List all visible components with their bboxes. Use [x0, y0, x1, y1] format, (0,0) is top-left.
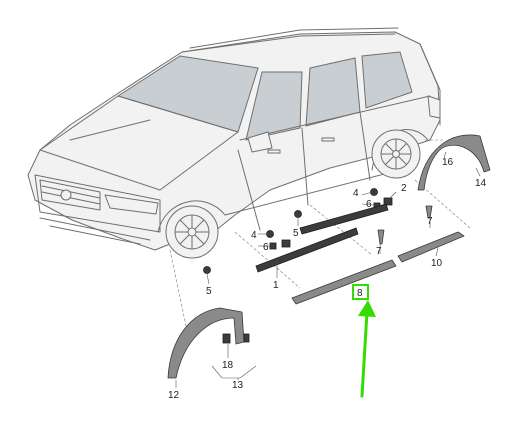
callout-5-front: 5	[206, 286, 212, 297]
part-5-screw-front[interactable]	[203, 266, 211, 274]
callout-10: 10	[431, 258, 443, 269]
part-13-bracket[interactable]	[243, 333, 250, 343]
part-10-sill-trim-rear[interactable]	[397, 231, 465, 263]
callout-7-lower: 7	[376, 246, 382, 257]
callout-7-upper: 7	[427, 216, 433, 227]
part-16-rear-wheel-arch-trim[interactable]	[417, 134, 491, 191]
callout-2: 2	[401, 183, 407, 194]
part-4-screw-upper[interactable]	[370, 188, 378, 196]
front-side-window	[245, 71, 303, 141]
callout-16: 16	[442, 157, 454, 168]
callout-8: 8	[357, 288, 363, 299]
part-6-clip-lower[interactable]	[281, 239, 291, 248]
part-18-clip[interactable]	[222, 333, 231, 344]
callout-6-lower: 6	[263, 242, 269, 253]
callout-13: 13	[232, 380, 244, 391]
callout-1: 1	[273, 280, 279, 291]
part-6-nut-lower[interactable]	[269, 242, 277, 250]
part-6-clip-upper[interactable]	[383, 197, 393, 206]
leader-lines	[175, 151, 481, 388]
highlight-arrow-shaft	[360, 310, 369, 398]
callout-labels: 1 2 4 4 5 5 6 6 7 7 8 10 12 13 14 16 18	[168, 157, 487, 401]
callout-6-upper: 6	[366, 199, 372, 210]
callout-5-center: 5	[293, 228, 299, 239]
callout-4-upper: 4	[353, 188, 359, 199]
quarter-window	[361, 51, 413, 109]
callout-12: 12	[168, 390, 180, 401]
headlight	[104, 194, 159, 215]
callout-18: 18	[222, 360, 234, 371]
callout-4-lower: 4	[251, 230, 257, 241]
car-body	[27, 27, 441, 259]
part-8-sill-trim[interactable]	[291, 259, 397, 305]
brand-emblem	[60, 189, 72, 201]
part-7-grommet-lower[interactable]	[377, 229, 385, 245]
part-5-screw-center[interactable]	[294, 210, 302, 218]
callout-14: 14	[475, 178, 487, 189]
highlight-arrow-head	[358, 300, 376, 317]
tail-light	[427, 95, 441, 119]
sill-bracket-upper[interactable]	[299, 203, 389, 235]
side-mirror	[247, 131, 273, 153]
highlight-group	[352, 284, 376, 398]
highlight-box-part-8	[352, 284, 369, 300]
part-1-sill-bracket[interactable]	[255, 227, 359, 273]
